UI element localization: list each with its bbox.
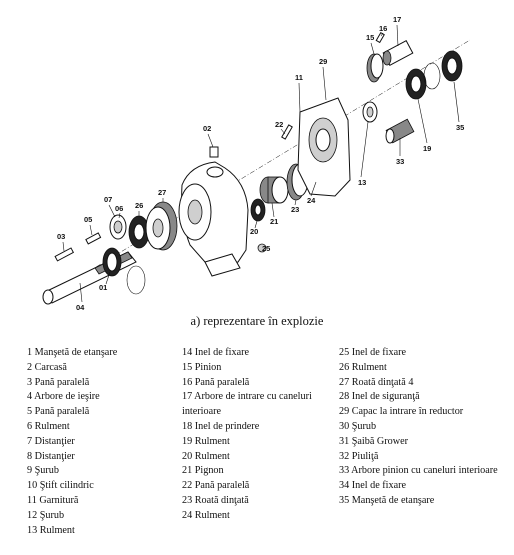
bearing-19	[405, 62, 441, 100]
legend-item: 33 Arbore pinion cu caneluri interioare	[339, 465, 498, 477]
legend-item: 24 Rulment	[182, 509, 230, 521]
legend-item: 1 Manşetă de etanşare	[27, 347, 118, 358]
label-15: 15	[366, 33, 374, 42]
input-pinion-15	[366, 53, 384, 83]
label-13: 13	[358, 178, 366, 187]
label-02: 02	[203, 124, 211, 133]
part-labels: 01 02 03 04 05 06 07 11 13 15 16 17 19 2…	[57, 15, 464, 312]
legend-item: 5 Pană paralelă	[27, 406, 90, 418]
label-22: 22	[275, 120, 283, 129]
legend-item: 31 Şaibă Grower	[339, 435, 409, 447]
key-03	[54, 247, 75, 262]
label-26: 26	[135, 201, 143, 210]
key-05	[85, 232, 102, 245]
label-05: 05	[84, 215, 92, 224]
legend-column-3: 25 Inel de fixare 26 Rulment 27 Roată di…	[339, 346, 504, 509]
legend-item: 6 Rulment	[27, 420, 70, 432]
label-29: 29	[319, 57, 327, 66]
legend-item: 27 Roată dinţată 4	[339, 376, 414, 388]
legend-item: 35 Manşetă de etanşare	[339, 494, 435, 506]
legend-item: 11 Garnitură	[27, 494, 79, 506]
figure-caption: a) reprezentare în explozie	[190, 314, 324, 328]
label-20: 20	[250, 227, 258, 236]
label-16: 16	[379, 24, 387, 33]
legend-item: 32 Piuliţă	[339, 450, 379, 462]
label-27: 27	[158, 188, 166, 197]
pinion-shaft-33	[385, 118, 415, 144]
legend-item: 3 Pană paralelă	[27, 376, 90, 388]
seal-ring-01	[102, 247, 146, 295]
legend-item: 2 Carcasă	[27, 361, 67, 373]
legend-item: 9 Şurub	[27, 465, 59, 477]
gearbox-housing	[178, 146, 249, 277]
label-24: 24	[307, 196, 316, 205]
legend-item: 30 Şurub	[339, 420, 377, 432]
label-23: 23	[291, 205, 299, 214]
exploded-view-drawing: 01 02 03 04 05 06 07 11 13 15 16 17 19 2…	[42, 15, 471, 312]
pinion-21	[259, 176, 289, 204]
legend-item: 20 Rulment	[182, 450, 230, 462]
label-25: 25	[262, 244, 270, 253]
input-shaft-17	[382, 40, 414, 66]
legend-item: 26 Rulment	[339, 361, 387, 373]
bearing-06	[109, 214, 127, 240]
label-35: 35	[456, 123, 464, 132]
bearing-20	[250, 198, 267, 253]
legend-item: 34 Inel de fixare	[339, 480, 407, 492]
label-01: 01	[99, 283, 107, 292]
legend-item: 4 Arbore de ieşire	[27, 391, 100, 403]
input-cover	[297, 97, 351, 197]
label-19: 19	[423, 144, 431, 153]
legend-item: 12 Şurub	[27, 509, 65, 521]
exploded-view-figure: 01 02 03 04 05 06 07 11 13 15 16 17 19 2…	[42, 15, 471, 312]
legend-item: 8 Distanţier	[27, 450, 75, 462]
legend-item: 13 Rulment	[27, 524, 75, 536]
label-07: 07	[104, 195, 112, 204]
legend-item: 7 Distanţier	[27, 435, 75, 447]
legend-item: 17 Arbore de intrare cu caneluri interio…	[182, 391, 312, 418]
legend-item: 21 Pignon	[182, 465, 224, 477]
label-11: 11	[295, 73, 303, 82]
bearing-13	[362, 101, 378, 123]
label-17: 17	[393, 15, 401, 24]
legend-item: 19 Rulment	[182, 435, 230, 447]
legend-item: 28 Inel de siguranţă	[339, 391, 420, 403]
label-21: 21	[270, 217, 278, 226]
legend-column-1: 1 Manşetă de etanşare 2 Carcasă 3 Pană p…	[27, 346, 187, 538]
legend-item: 18 Inel de prindere	[182, 420, 260, 432]
key-16	[375, 31, 385, 44]
gear-27	[145, 201, 178, 251]
legend-item: 29 Capac la intrare în reductor	[339, 406, 464, 418]
seal-35	[441, 50, 463, 82]
label-33: 33	[396, 157, 404, 166]
legend-item: 25 Inel de fixare	[339, 347, 407, 358]
label-04: 04	[76, 303, 85, 312]
legend-item: 22 Pană paralelă	[182, 480, 250, 492]
legend-item: 10 Ştift cilindric	[27, 480, 94, 492]
legend-item: 16 Pană paralelă	[182, 376, 250, 388]
label-03: 03	[57, 232, 65, 241]
legend-column-2: 14 Inel de fixare 15 Pinion 16 Pană para…	[182, 346, 342, 524]
legend-item: 23 Roată dinţată	[182, 494, 249, 506]
key-22	[281, 124, 293, 140]
legend-item: 15 Pinion	[182, 361, 222, 373]
label-06: 06	[115, 204, 123, 213]
parts-legend: 1 Manşetă de etanşare 2 Carcasă 3 Pană p…	[27, 346, 507, 551]
legend-item: 14 Inel de fixare	[182, 347, 250, 358]
